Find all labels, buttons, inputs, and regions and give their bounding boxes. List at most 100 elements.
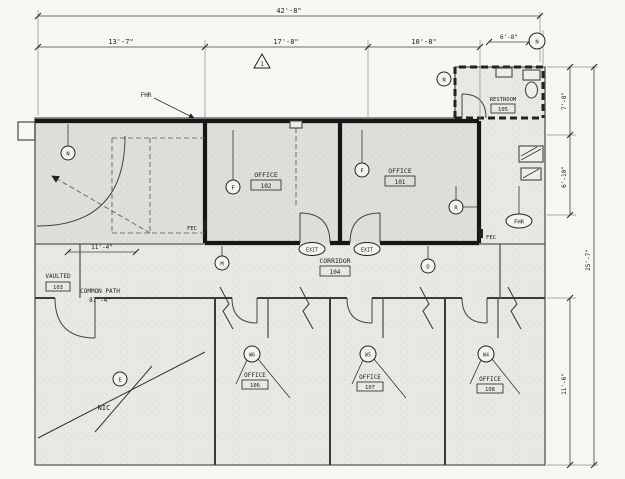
egress-path-arrow (51, 175, 151, 234)
room-number: 103 (53, 285, 63, 291)
nic-label: NIC (98, 404, 111, 412)
room-label-office-b: OFFICE 107 (356, 374, 384, 392)
wall-break-zigzags (219, 286, 522, 330)
doors (36, 93, 488, 339)
fhr-right-label: FHR (514, 220, 525, 226)
column-block (289, 120, 303, 129)
room-number-box (319, 265, 351, 277)
tag-circle (528, 32, 546, 50)
room-number: 105 (498, 107, 508, 113)
room-name: OFFICE (479, 376, 501, 383)
fixtures (203, 67, 544, 238)
entry-swing-arc (36, 135, 126, 227)
door-lower-left (54, 297, 96, 339)
tag-bubble-r-101: R (448, 199, 464, 215)
restroom-dashed-walls (453, 65, 545, 120)
fhr-oval (505, 213, 533, 229)
dimension-lines: 42'-8" 13'-7" 17'-8" 10'-8" 6'-8" 7'-8" … (34, 7, 598, 469)
common-path-length: 87'-4" (89, 297, 111, 304)
tag-bubble-w-office-a: W6 (243, 345, 261, 363)
lower-office-walls (35, 297, 545, 465)
tag-bubble-n-grid: N (528, 32, 546, 50)
dim-seg-mid: 17'-8" (273, 38, 298, 46)
tag-circle (448, 199, 464, 215)
room-number: 104 (330, 269, 341, 276)
interior-light-walls (35, 243, 545, 338)
dim-lines (38, 15, 595, 465)
room-label-office-101: OFFICE 101 (384, 167, 416, 187)
left-wall-notch (17, 121, 36, 141)
fhr-right-tag: FHR (505, 213, 533, 229)
tag-circle (60, 145, 76, 161)
exit-oval (298, 242, 326, 256)
toilet-bowl (524, 81, 539, 99)
suite-shading (35, 121, 480, 243)
floor-texture (35, 67, 545, 465)
exit-sign-right: EXIT (353, 242, 381, 256)
tag-letter: F (231, 186, 234, 192)
room-label-vaulted: VAULTED 103 (45, 273, 71, 292)
room-number-box (45, 281, 71, 292)
room-name: RESTROOM (490, 97, 517, 103)
tag-bubble-m-corridor: M (214, 255, 230, 271)
tag-bubble-f-102: F (225, 179, 241, 195)
tag-letter: W4 (483, 353, 489, 359)
revision-triangle: 1 (253, 52, 271, 69)
room-name: OFFICE (359, 374, 381, 381)
dim-right-upper: 7'-8" (561, 92, 568, 110)
panel-hatch (520, 146, 542, 179)
room-name: OFFICE (244, 372, 266, 379)
tag-letter: N (535, 40, 538, 46)
tag-letter: E (118, 378, 121, 384)
nic-room-diagonals (37, 351, 206, 439)
room-number-box (241, 379, 269, 390)
sink (495, 67, 513, 78)
annotation-markers: FHR FHR FEC FEC EXIT EXIT 1 (141, 52, 533, 256)
tag-letter: W5 (365, 353, 371, 359)
room-label-office-102: OFFICE 102 (250, 171, 282, 191)
tag-circle (477, 345, 495, 363)
triangle-icon (253, 52, 271, 69)
fhr-top-label: FHR (141, 92, 152, 99)
tag-bubble-d-corridor: D (420, 258, 436, 274)
tag-letter: D (426, 265, 429, 271)
tag-letter: R (454, 206, 458, 212)
door-office-b (346, 297, 373, 324)
exit-sign-left: EXIT (298, 242, 326, 256)
room-name: OFFICE (254, 171, 278, 179)
dim-seg-left: 13'-7" (108, 38, 133, 46)
exit-left-label: EXIT (306, 248, 318, 254)
exit-right-label: EXIT (361, 248, 373, 254)
common-path-label: COMMON PATH (80, 288, 120, 295)
leader-lines (67, 97, 521, 399)
dim-seg-right: 10'-8" (411, 38, 436, 46)
floor-fill (35, 67, 545, 465)
tag-letter: F (360, 169, 363, 175)
tag-circle (436, 71, 452, 87)
tag-circle (354, 162, 370, 178)
room-number: 101 (395, 179, 406, 186)
dim-left-inner: 11'-4" (91, 244, 113, 251)
tag-circle (420, 258, 436, 274)
tag-leaders (67, 124, 521, 399)
room-number: 108 (485, 387, 495, 393)
dim-right-lower: 11'-6" (561, 373, 568, 395)
door-office-c (461, 297, 488, 324)
tag-letter: M (220, 262, 224, 268)
door-corridor-right (349, 212, 381, 244)
room-number: 106 (250, 383, 260, 389)
room-number-box (250, 179, 282, 191)
heavy-suite-walls (35, 118, 482, 246)
fec-cabinet-left (203, 220, 207, 230)
tag-bubble-n-left: N (60, 145, 76, 161)
tag-bubble-w-office-b: W5 (359, 345, 377, 363)
room-number-box (384, 175, 416, 187)
room-number: 102 (261, 183, 272, 190)
dim-right-mid: 6'-10" (561, 166, 568, 188)
tag-circle (214, 255, 230, 271)
room-number: 107 (365, 385, 375, 391)
room-name: VAULTED (45, 273, 71, 280)
fec-left-label: FEC (187, 226, 197, 232)
